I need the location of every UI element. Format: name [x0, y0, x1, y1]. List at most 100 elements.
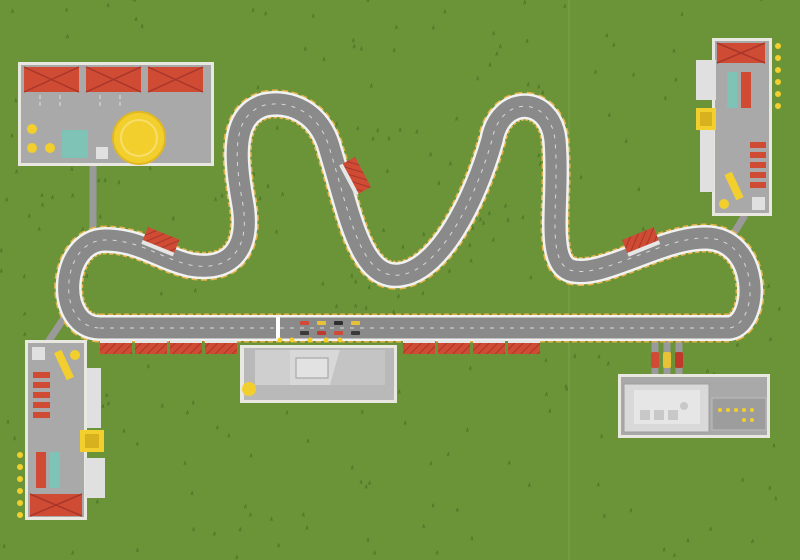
grass-tuft: [0, 268, 3, 273]
grass-tuft: [191, 400, 195, 405]
grass-tuft: [394, 24, 398, 30]
grass-tuft: [768, 485, 772, 490]
grass-tuft: [306, 438, 310, 444]
grass-tuft: [498, 44, 502, 49]
grandstands: [100, 340, 540, 354]
grass-tuft: [354, 279, 358, 284]
race-car: [334, 321, 343, 325]
grass-tuft: [65, 34, 69, 39]
grass-tuft: [526, 82, 530, 87]
grass-tuft: [70, 166, 74, 172]
grass-tuft: [352, 44, 356, 49]
grass-tuft: [443, 9, 447, 14]
grass-tuft: [506, 217, 510, 223]
grandstand: [508, 340, 540, 354]
grass-tuft: [750, 538, 754, 544]
race-car: [334, 331, 343, 335]
pit-building: [240, 337, 397, 403]
grass-tuft: [105, 392, 108, 398]
starting-grid-cars: [300, 321, 360, 335]
grass-tuft: [212, 531, 216, 536]
grass-tuft: [435, 550, 439, 555]
grass-tuft: [40, 202, 44, 207]
grass-tuft: [381, 228, 385, 233]
grass-tuft: [455, 507, 459, 512]
grass-tuft: [14, 98, 18, 103]
grass-tuft: [311, 13, 315, 19]
race-car: [300, 321, 309, 325]
grass-tuft: [735, 342, 739, 347]
grass-tuft: [597, 354, 601, 359]
grass-tuft: [364, 305, 368, 311]
grass-tuft: [663, 95, 667, 101]
grass-tuft: [429, 461, 433, 466]
grass-tuft: [777, 306, 781, 311]
grass-tuft: [106, 401, 110, 406]
grass-tuft: [607, 112, 611, 118]
grass-tuft: [544, 391, 548, 397]
grass-tuft: [403, 420, 407, 425]
grass-tuft: [40, 192, 44, 198]
grass-tuft: [148, 166, 152, 171]
bottom-left-compound: [17, 340, 105, 520]
grass-tuft: [220, 193, 224, 198]
trackside-stand: [141, 227, 180, 257]
grass-tuft: [159, 291, 163, 296]
grass-tuft: [469, 258, 473, 263]
grass-tuft: [422, 523, 425, 529]
grass-tuft: [401, 244, 405, 249]
grass-tuft: [397, 389, 401, 394]
grass-tuft: [359, 46, 363, 51]
grass-tuft: [275, 125, 279, 130]
grass-tuft: [468, 242, 472, 248]
grass-tuft: [122, 428, 126, 433]
grass-tuft: [117, 180, 121, 185]
grass-tuft: [437, 180, 441, 186]
grandstand: [135, 340, 167, 354]
grandstand: [403, 340, 435, 354]
trackside-stand: [622, 227, 661, 257]
grass-tuft: [455, 116, 459, 121]
grass-tuft: [258, 196, 262, 201]
pit-tank: [242, 382, 256, 396]
grass-tuft: [285, 410, 289, 415]
grass-tuft: [103, 178, 107, 183]
grass-tuft: [191, 527, 195, 532]
grass-tuft: [672, 552, 676, 558]
grass-tuft: [392, 47, 396, 53]
parked-cars: [651, 352, 683, 368]
grass-tuft: [563, 4, 567, 9]
grass-tuft: [527, 482, 531, 488]
grandstand: [170, 340, 202, 354]
grass-tuft: [185, 410, 189, 415]
grass-tuft: [160, 403, 164, 408]
race-car: [300, 331, 309, 335]
grass-tuft: [629, 508, 633, 513]
grass-tuft: [303, 46, 307, 51]
grass-tuft: [759, 0, 763, 2]
top-left-compound: [18, 62, 214, 166]
grass-tuft: [71, 193, 74, 198]
grass-tuft: [350, 273, 354, 278]
race-car: [351, 321, 360, 325]
grass-tuft: [391, 309, 395, 315]
grass-tuft: [354, 303, 357, 308]
grass-tuft: [251, 7, 255, 13]
grass-tuft: [602, 513, 606, 518]
grass-tuft: [95, 499, 99, 504]
grass-tuft: [274, 229, 278, 234]
grass-tuft: [503, 203, 507, 208]
grass-tuft: [37, 226, 41, 232]
grass-tuft: [573, 353, 577, 359]
start-finish-line: [276, 317, 280, 339]
grandstand: [438, 340, 470, 354]
grass-tuft: [767, 283, 771, 289]
grass-tuft: [2, 543, 6, 549]
grass-tuft: [774, 496, 778, 501]
grass-tuft: [171, 216, 175, 221]
grass-tuft: [422, 231, 426, 237]
grandstand: [205, 340, 237, 354]
grass-tuft: [131, 0, 135, 1]
grass-tuft: [27, 213, 31, 219]
